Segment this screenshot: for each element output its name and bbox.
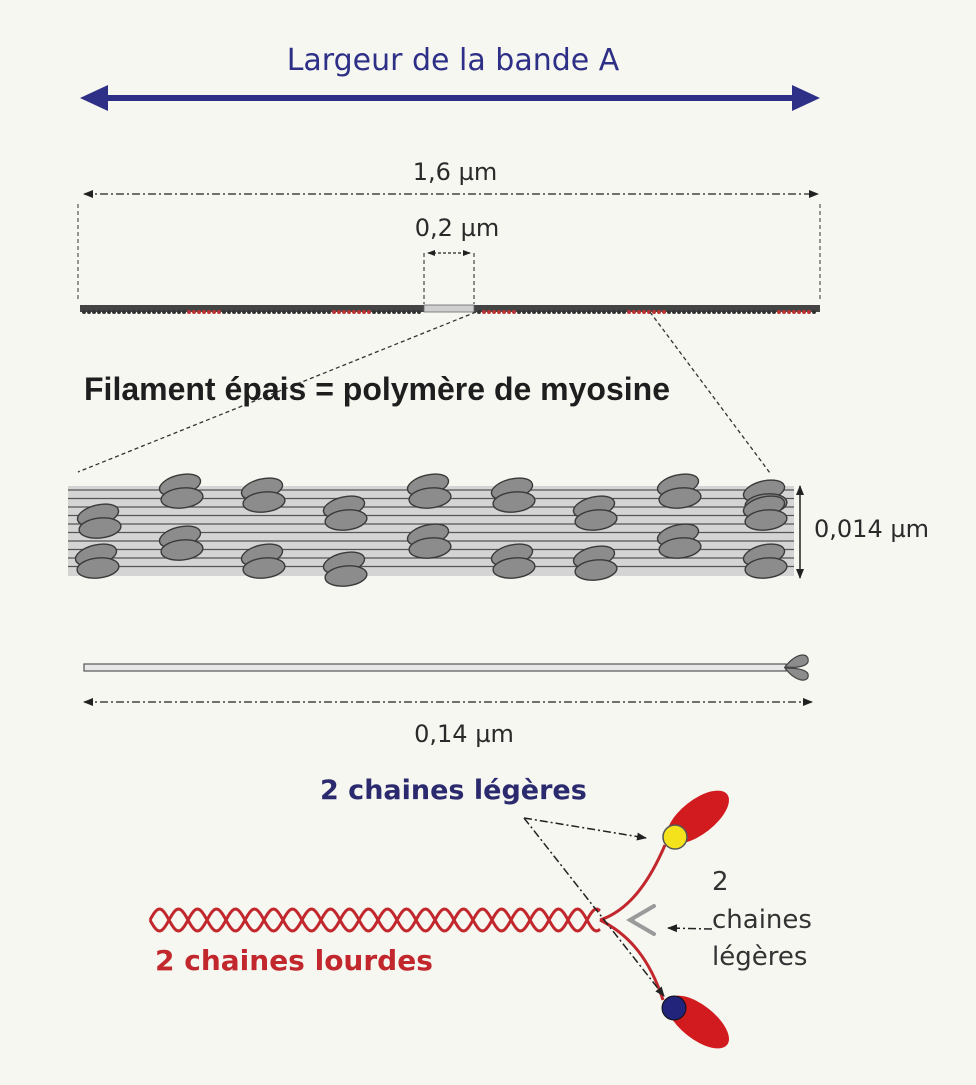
myosin-head-icon bbox=[406, 523, 452, 559]
myosin-head-icon bbox=[240, 477, 286, 513]
myosin-head-icon bbox=[322, 551, 368, 587]
myosin-head-icon bbox=[572, 495, 618, 531]
myosin-head-icon bbox=[322, 495, 368, 531]
myosin-head-icon bbox=[742, 495, 788, 531]
light-chain-hinge bbox=[626, 904, 656, 936]
myosin-head-icon bbox=[406, 473, 452, 509]
band-a-arrow bbox=[80, 85, 820, 111]
dim-total-label: 1,6 µm bbox=[413, 158, 497, 186]
band-a-label: Largeur de la bande A bbox=[287, 43, 620, 78]
myosin-head-icon bbox=[76, 503, 122, 539]
heavy-chains-label: 2 chaines lourdes bbox=[155, 944, 433, 977]
myosin-head-icon bbox=[656, 473, 702, 509]
dim-bare-zone-label: 0,2 µm bbox=[415, 214, 499, 242]
zoom-lines bbox=[77, 311, 771, 474]
svg-text:2: 2 bbox=[712, 867, 729, 897]
filament-title: Filament épais = polymère de myosine bbox=[84, 371, 670, 407]
svg-text:légères: légères bbox=[712, 942, 807, 972]
dim-extension-lines bbox=[77, 204, 821, 300]
light-chain-yellow bbox=[662, 824, 688, 850]
myosin-head-icon bbox=[158, 473, 204, 509]
dim-thickness-label: 0,014 µm bbox=[814, 515, 929, 543]
light-chain-blue bbox=[661, 995, 687, 1021]
dim-molecule-label: 0,14 µm bbox=[414, 720, 514, 748]
myosin-head-icon bbox=[490, 543, 536, 579]
magnified-filament bbox=[68, 473, 794, 587]
pointer-arrows bbox=[523, 817, 713, 997]
myosin-head-icon bbox=[240, 543, 286, 579]
myosin-head-icon bbox=[158, 525, 204, 561]
svg-text:chaines: chaines bbox=[712, 905, 812, 935]
light-chains-top-label: 2 chaines légères bbox=[320, 775, 587, 806]
myosin-head-icon bbox=[572, 545, 618, 581]
thick-filament-overview bbox=[80, 304, 820, 314]
myosin-head-icon bbox=[742, 543, 788, 579]
neck-upper bbox=[599, 844, 667, 922]
myosin-head-icon bbox=[74, 543, 120, 579]
myosin-molecule bbox=[148, 790, 729, 1049]
myosin-head-icon bbox=[656, 523, 702, 559]
myosin-head-icon bbox=[490, 477, 536, 513]
single-molecule-rod bbox=[83, 654, 809, 681]
bare-zone-brackets bbox=[423, 253, 475, 304]
light-chains-right-label: 2 chaines légères bbox=[712, 867, 812, 972]
